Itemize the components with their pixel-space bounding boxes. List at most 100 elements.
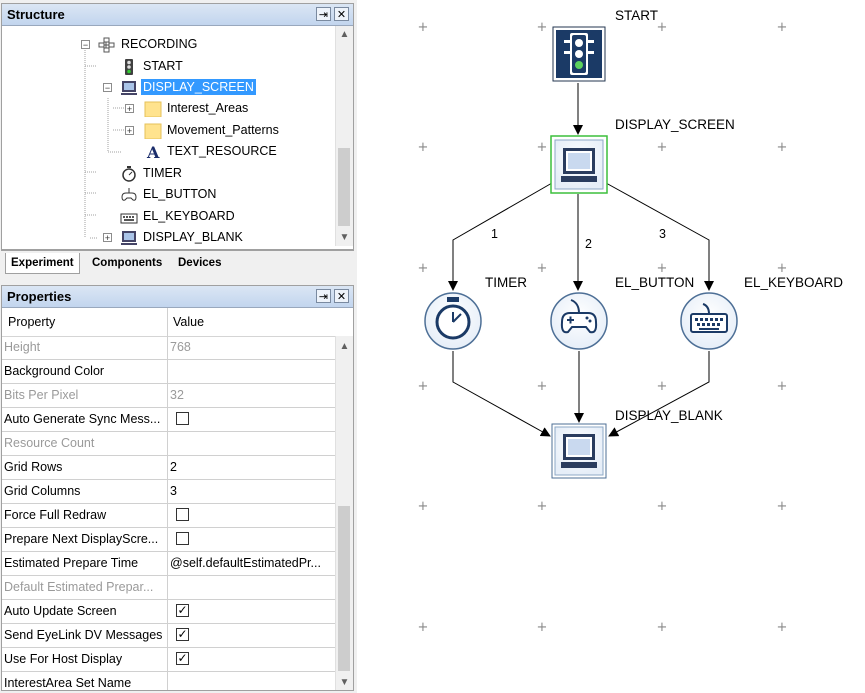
property-name: Force Full Redraw bbox=[4, 508, 107, 522]
scroll-up-arrow-icon[interactable]: ▲ bbox=[339, 29, 350, 40]
checkbox-unchecked[interactable] bbox=[176, 532, 189, 545]
structure-pin-button[interactable]: ⇥ bbox=[316, 7, 331, 21]
node-label-display-blank: DISPLAY_BLANK bbox=[615, 408, 723, 423]
scroll-down-arrow-icon[interactable]: ▼ bbox=[339, 677, 350, 688]
tree-node-timer[interactable]: TIMER bbox=[120, 163, 184, 183]
tab-devices[interactable]: Devices bbox=[178, 257, 222, 269]
property-row[interactable]: Use For Host Display✓ bbox=[2, 648, 335, 672]
property-row[interactable]: Prepare Next DisplayScre... bbox=[2, 528, 335, 552]
svg-text:A: A bbox=[146, 144, 160, 160]
structure-scrollbar[interactable]: ▲ ▼ bbox=[335, 26, 353, 246]
flow-diagram[interactable]: ++++++++++++++++++++++++ bbox=[357, 0, 865, 693]
grid-mark: + bbox=[537, 499, 548, 514]
edge-display-screen-to-timer[interactable] bbox=[448, 182, 553, 291]
expand-toggle-display-blank[interactable]: + bbox=[103, 233, 112, 243]
scrollbar-thumb[interactable] bbox=[338, 148, 350, 226]
tree-node-el-button[interactable]: EL_BUTTON bbox=[120, 184, 218, 204]
node-timer[interactable] bbox=[424, 292, 482, 350]
tab-components[interactable]: Components bbox=[92, 257, 163, 269]
properties-panel-header: Properties ⇥ ✕ bbox=[2, 286, 353, 308]
tree-node-label: Movement_Patterns bbox=[167, 123, 279, 137]
tree-node-label: EL_BUTTON bbox=[143, 187, 217, 201]
property-row[interactable]: Background Color bbox=[2, 360, 335, 384]
properties-close-button[interactable]: ✕ bbox=[334, 289, 349, 303]
tree-node-recording[interactable]: RECORDING bbox=[98, 34, 199, 54]
checkbox-checked[interactable]: ✓ bbox=[176, 603, 189, 617]
checkbox-checked[interactable]: ✓ bbox=[176, 627, 189, 641]
tree-node-display-blank[interactable]: DISPLAY_BLANK bbox=[120, 227, 245, 247]
tree-node-display-screen[interactable]: DISPLAY_SCREEN bbox=[120, 77, 256, 97]
scrollbar-thumb[interactable] bbox=[338, 506, 350, 671]
property-value[interactable]: @self.defaultEstimatedPr... bbox=[170, 556, 321, 570]
tree-node-label: TIMER bbox=[143, 166, 182, 180]
node-el-keyboard[interactable] bbox=[680, 292, 738, 350]
properties-grid-header: Property Value bbox=[2, 308, 335, 337]
node-start[interactable] bbox=[552, 26, 606, 82]
edge-display-screen-to-el-keyboard[interactable] bbox=[605, 182, 714, 291]
scroll-up-arrow-icon[interactable]: ▲ bbox=[339, 341, 350, 352]
checkbox-unchecked[interactable] bbox=[176, 412, 189, 425]
edge-label-3: 3 bbox=[659, 227, 666, 241]
property-name: InterestArea Set Name bbox=[4, 676, 132, 690]
scroll-down-arrow-icon[interactable]: ▼ bbox=[339, 232, 350, 243]
grid-mark: + bbox=[657, 20, 668, 35]
grid-mark: + bbox=[777, 620, 788, 635]
checkbox-unchecked[interactable] bbox=[176, 508, 189, 521]
collapse-toggle-display-screen[interactable]: − bbox=[103, 83, 112, 93]
node-display-screen[interactable] bbox=[550, 135, 608, 194]
folder-icon bbox=[144, 123, 162, 140]
tree-node-start[interactable]: START bbox=[120, 56, 185, 76]
edge-timer-to-display-blank[interactable] bbox=[452, 351, 551, 437]
tree-node-interest-areas[interactable]: Interest_Areas bbox=[144, 98, 250, 118]
collapse-toggle-recording[interactable]: − bbox=[81, 40, 90, 50]
property-row[interactable]: Resource Count bbox=[2, 432, 335, 456]
grid-mark: + bbox=[537, 620, 548, 635]
tree-node-label: Interest_Areas bbox=[167, 101, 249, 115]
property-row[interactable]: Default Estimated Prepar... bbox=[2, 576, 335, 600]
traffic-light-icon bbox=[120, 58, 138, 75]
edge-label-1: 1 bbox=[491, 227, 498, 241]
expand-toggle-movement-patterns[interactable]: + bbox=[125, 126, 134, 136]
checkbox-checked[interactable]: ✓ bbox=[176, 651, 189, 665]
properties-scrollbar[interactable]: ▲ ▼ bbox=[335, 336, 353, 690]
property-value[interactable]: 3 bbox=[170, 484, 177, 498]
structure-tabs: Experiment Components Devices bbox=[1, 250, 354, 277]
node-display-blank[interactable] bbox=[551, 423, 607, 479]
property-name: Background Color bbox=[4, 364, 105, 378]
node-label-timer: TIMER bbox=[485, 275, 527, 290]
property-row[interactable]: Estimated Prepare Time@self.defaultEstim… bbox=[2, 552, 335, 576]
edge-el-keyboard-to-display-blank[interactable] bbox=[608, 351, 710, 437]
property-row[interactable]: Auto Update Screen✓ bbox=[2, 600, 335, 624]
tree-node-movement-patterns[interactable]: Movement_Patterns bbox=[144, 120, 281, 140]
grid-mark: + bbox=[418, 620, 429, 635]
structure-close-button[interactable]: ✕ bbox=[334, 7, 349, 21]
grid-mark: + bbox=[657, 499, 668, 514]
structure-tree: − RECORDING START − DISPLAY_SCREEN + Int… bbox=[2, 26, 353, 248]
property-row[interactable]: Auto Generate Sync Mess... bbox=[2, 408, 335, 432]
tree-node-el-keyboard[interactable]: EL_KEYBOARD bbox=[120, 206, 237, 226]
property-value[interactable]: 2 bbox=[170, 460, 177, 474]
grid-mark: + bbox=[537, 140, 548, 155]
property-value[interactable]: 32 bbox=[170, 388, 184, 402]
properties-pin-button[interactable]: ⇥ bbox=[316, 289, 331, 303]
grid-mark: + bbox=[657, 379, 668, 394]
node-el-button[interactable] bbox=[550, 292, 608, 350]
stopwatch-icon bbox=[435, 297, 471, 340]
property-value[interactable]: 768 bbox=[170, 340, 191, 354]
keyboard-icon bbox=[690, 303, 728, 333]
property-row[interactable]: Send EyeLink DV Messages✓ bbox=[2, 624, 335, 648]
property-row[interactable]: Force Full Redraw bbox=[2, 504, 335, 528]
expand-toggle-interest-areas[interactable]: + bbox=[125, 104, 134, 114]
flow-canvas[interactable]: ++++++++++++++++++++++++ bbox=[357, 0, 865, 693]
grid-mark: + bbox=[537, 20, 548, 35]
tab-experiment[interactable]: Experiment bbox=[5, 253, 80, 274]
edge-label-2: 2 bbox=[585, 237, 592, 251]
property-row[interactable]: InterestArea Set Name bbox=[2, 672, 335, 690]
grid-mark: + bbox=[418, 140, 429, 155]
